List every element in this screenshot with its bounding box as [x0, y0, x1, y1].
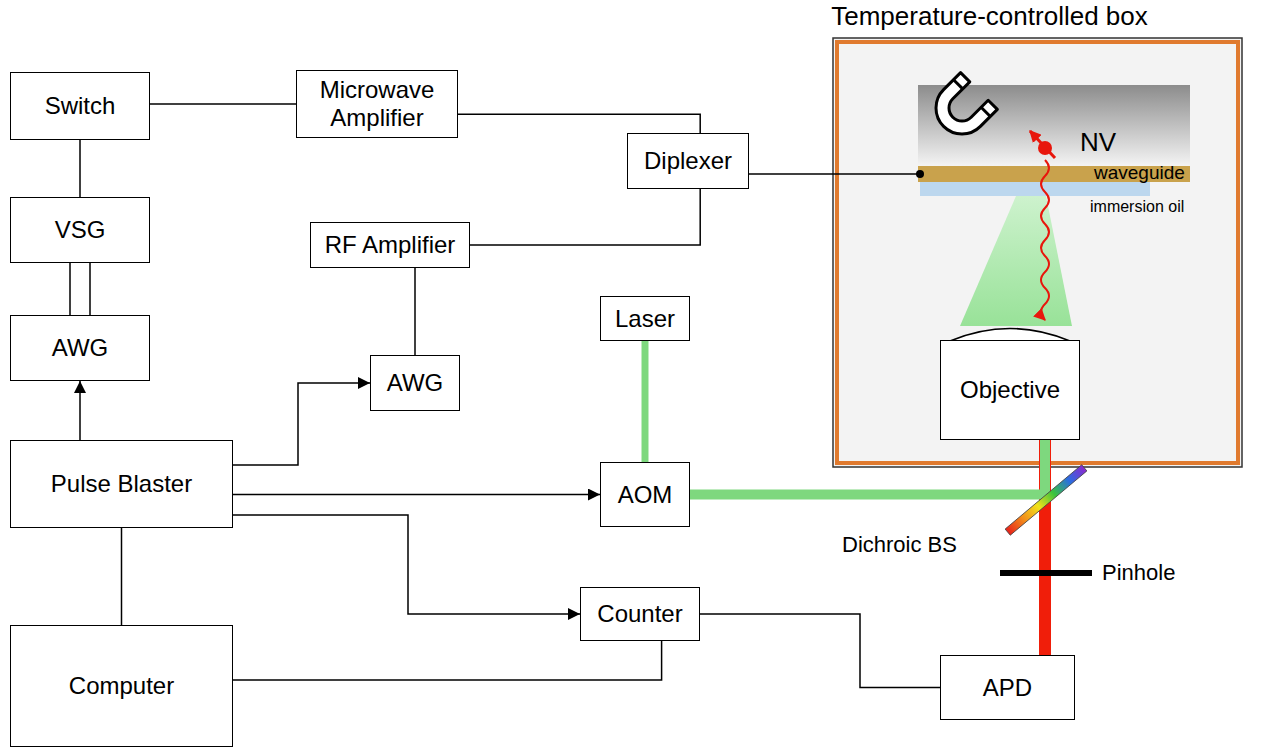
box-label: Switch: [45, 92, 116, 120]
wire: [835, 173, 920, 175]
device-box: APD: [940, 655, 1075, 720]
spin-arrow: [1030, 131, 1055, 158]
box-label: Computer: [69, 672, 174, 700]
signal-wire: [233, 515, 580, 614]
fluorescence-arrow: [1041, 160, 1049, 320]
box-label: VSG: [55, 216, 106, 244]
device-box: Counter: [580, 587, 700, 641]
nv-center: [1038, 141, 1052, 155]
part-label: Dichroic BS: [842, 532, 957, 557]
signal-wire: [150, 103, 296, 105]
device-box: Switch: [10, 72, 150, 140]
box-outline: [833, 38, 1242, 467]
device-box: Diplexer: [627, 133, 749, 189]
oil-layer: [920, 182, 1150, 196]
box-label: Temperature-controlled box: [795, 2, 1184, 32]
laser-beam: [690, 440, 1045, 495]
box-label: AOM: [618, 481, 673, 509]
device-box: Computer: [10, 625, 233, 747]
signal-wire: [121, 528, 123, 625]
laser-beam: [642, 341, 649, 462]
box-label: AWG: [52, 334, 108, 362]
excitation-cone: [960, 196, 1072, 326]
device-box: AWG: [10, 315, 150, 381]
box-border: [837, 42, 1238, 463]
signal-wire: [233, 383, 370, 465]
box-label: Pulse Blaster: [51, 470, 192, 498]
dichroic-mirror: [1005, 465, 1087, 535]
magnet-pole: [981, 107, 990, 116]
device-box: RF Amplifier: [310, 222, 470, 268]
signal-wire: [700, 614, 940, 688]
signal-wire: [233, 494, 600, 496]
contact-dot: [916, 170, 924, 178]
magnet-body: [925, 73, 997, 145]
signal-wire: [458, 114, 700, 133]
part-label: NV: [1080, 128, 1116, 158]
device-box: AWG: [370, 355, 460, 411]
signal-wire: [414, 268, 416, 355]
signal-wire: [233, 641, 662, 680]
box-label: Counter: [597, 600, 682, 628]
device-box: Microwave Amplifier: [296, 70, 458, 138]
part-label: immersion oil: [1090, 198, 1184, 216]
device-box: Objective: [940, 340, 1080, 440]
device-box: Pulse Blaster: [10, 440, 233, 528]
box-label: AWG: [387, 369, 443, 397]
part-label: Pinhole: [1102, 560, 1175, 585]
box-label: RF Amplifier: [325, 231, 456, 259]
device-box: AOM: [600, 462, 690, 527]
pinhole-plate: [1000, 570, 1092, 576]
magnet-symbol: [925, 73, 997, 145]
device-box: VSG: [10, 197, 150, 263]
signal-wire: [79, 381, 81, 440]
dichroic-plate: [1005, 465, 1087, 535]
box-label: Microwave Amplifier: [305, 76, 449, 131]
signal-wire: [470, 189, 700, 245]
box-label: Objective: [960, 376, 1060, 404]
box-label: Laser: [615, 305, 675, 333]
signal-wire: [749, 173, 835, 175]
box-label: Diplexer: [644, 147, 732, 175]
box-label: APD: [983, 674, 1032, 702]
enclosure-box: Temperature-controlled boxObjective: [835, 40, 1240, 465]
signal-wire: [79, 140, 81, 197]
part-label: waveguide: [1094, 162, 1185, 184]
magnet-pole: [954, 80, 963, 89]
signal-wire: [70, 263, 90, 315]
device-box: Laser: [600, 296, 690, 341]
